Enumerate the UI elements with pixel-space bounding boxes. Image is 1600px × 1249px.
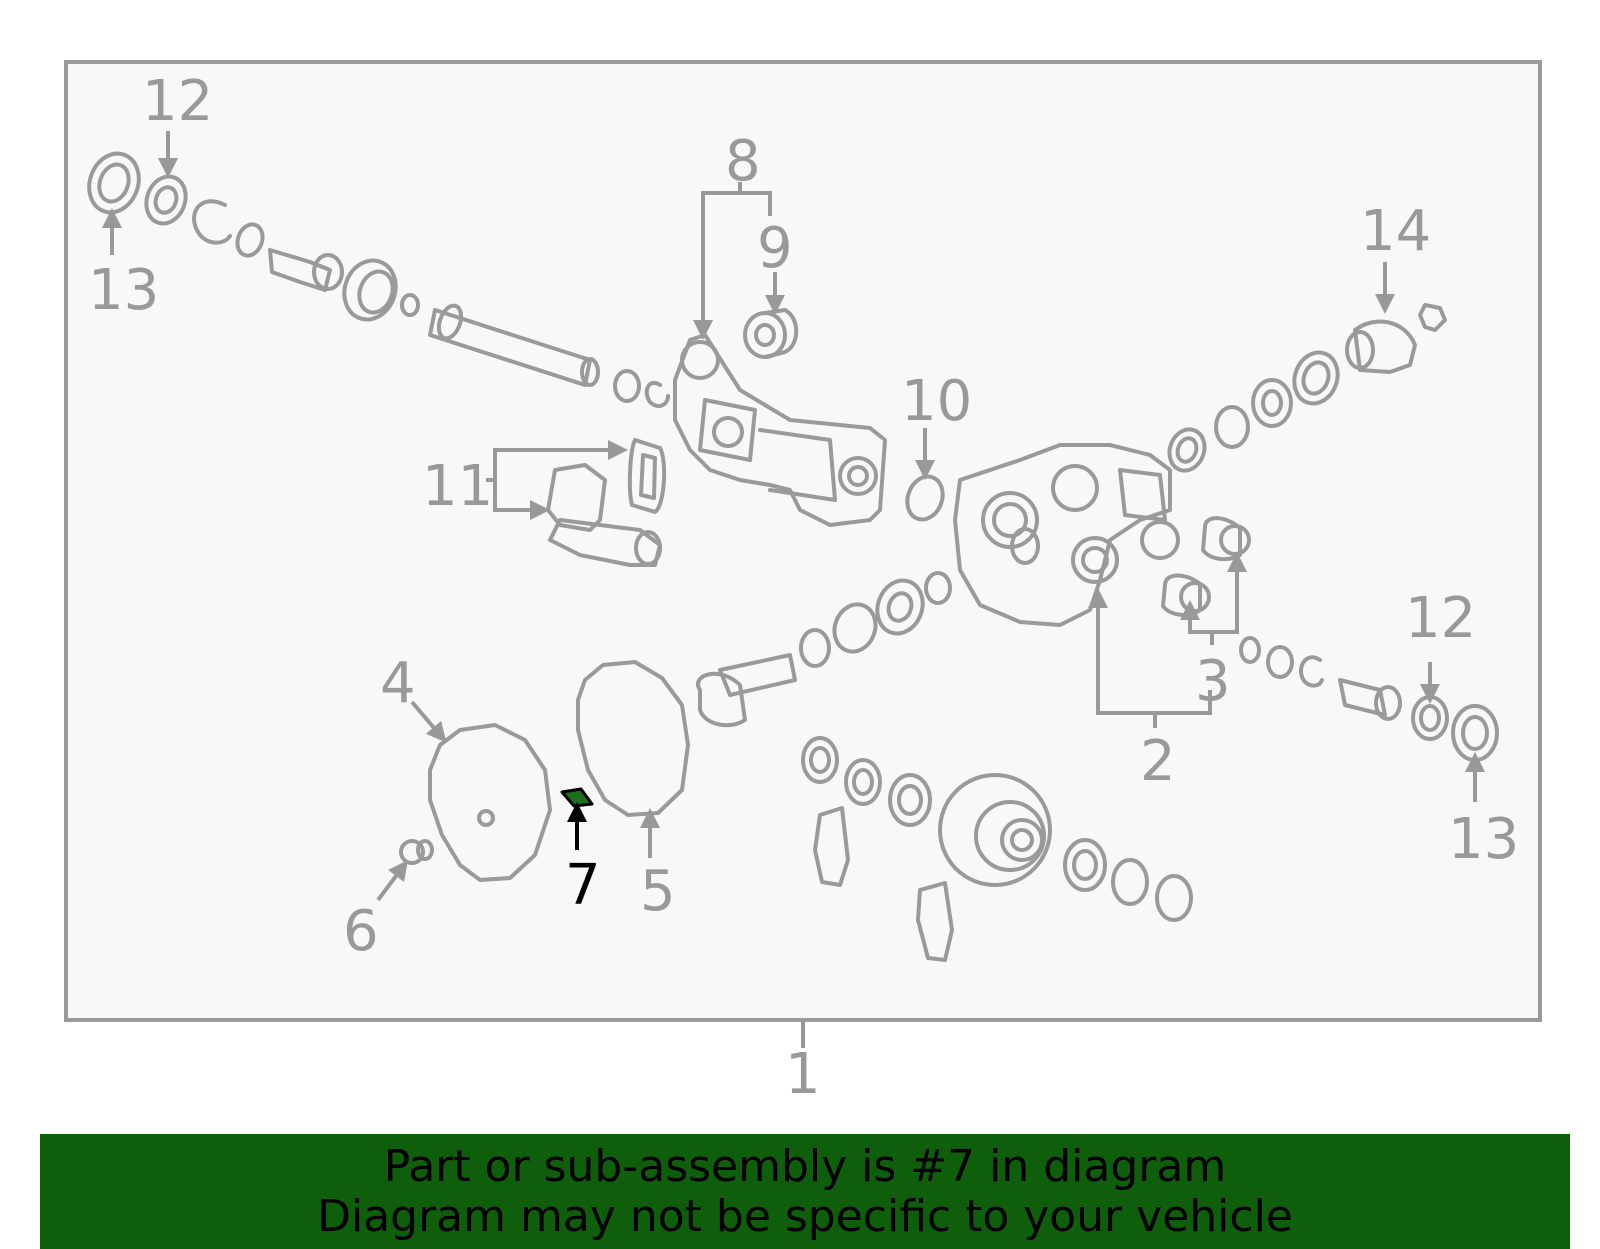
callout-13-left[interactable]: 13 bbox=[88, 258, 159, 323]
callout-14[interactable]: 14 bbox=[1360, 199, 1431, 264]
callout-12-left[interactable]: 12 bbox=[142, 69, 213, 134]
actuator bbox=[546, 438, 667, 567]
callout-12-right[interactable]: 12 bbox=[1405, 586, 1476, 651]
axle-housing bbox=[673, 333, 887, 527]
axle-cover bbox=[428, 723, 552, 882]
banner-line-1: Part or sub-assembly is #7 in diagram bbox=[383, 1140, 1227, 1192]
callout-2[interactable]: 2 bbox=[1140, 729, 1176, 794]
right-upper-parts bbox=[1167, 303, 1447, 473]
callout-9[interactable]: 9 bbox=[757, 216, 793, 281]
callout-8[interactable]: 8 bbox=[725, 129, 761, 194]
callout-7[interactable]: 7 bbox=[565, 853, 601, 918]
info-banner: Part or sub-assembly is #7 in diagram Di… bbox=[40, 1134, 1570, 1249]
fill-plug bbox=[399, 839, 434, 865]
callout-3[interactable]: 3 bbox=[1195, 649, 1231, 714]
callout-13-right[interactable]: 13 bbox=[1448, 807, 1519, 872]
callout-10[interactable]: 10 bbox=[901, 369, 972, 434]
assembly-frame bbox=[64, 60, 1542, 1022]
callout-4[interactable]: 4 bbox=[380, 651, 416, 716]
callout-6[interactable]: 6 bbox=[343, 899, 379, 964]
callout-labels: 1 2 3 4 5 6 7 8 9 10 11 12 12 13 13 14 bbox=[88, 69, 1519, 1107]
leader-lines bbox=[102, 131, 1485, 902]
callout-11[interactable]: 11 bbox=[422, 454, 493, 519]
cover-gasket bbox=[576, 660, 690, 817]
ring-gear-assembly bbox=[801, 736, 1193, 962]
differential-carrier bbox=[953, 443, 1180, 627]
pinion-parts bbox=[696, 527, 1040, 728]
callout-1[interactable]: 1 bbox=[785, 1042, 821, 1107]
callout-5[interactable]: 5 bbox=[640, 859, 676, 924]
highlighted-part-7[interactable] bbox=[560, 787, 594, 808]
banner-line-2: Diagram may not be specific to your vehi… bbox=[317, 1190, 1293, 1242]
